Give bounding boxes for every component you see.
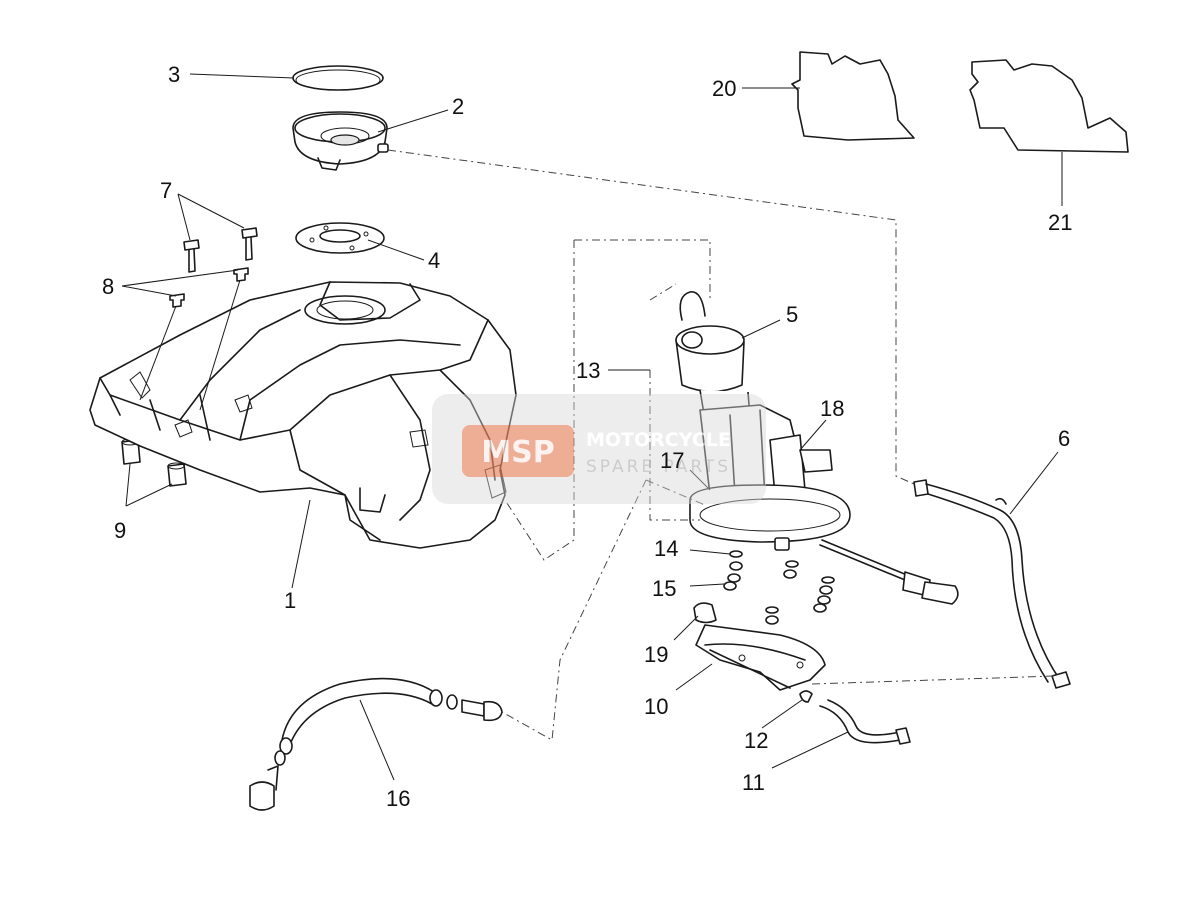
callout-20: 20 <box>712 76 736 101</box>
watermark-sub: SPARE PARTS <box>586 457 731 477</box>
callout-15: 15 <box>652 576 676 601</box>
part-6-long-hose <box>913 479 1071 689</box>
callout-4: 4 <box>428 248 440 273</box>
part-3-seal-ring <box>292 65 384 91</box>
part-14-15-nuts-washers <box>723 550 835 625</box>
callout-2: 2 <box>452 94 464 119</box>
watermark-logo-text: MSP <box>481 435 554 470</box>
part-8-bushings <box>169 267 249 308</box>
part-4-gasket <box>295 222 385 254</box>
callout-1: 1 <box>284 588 296 613</box>
part-17-18-fuel-pump <box>689 404 959 605</box>
part-2-filler-flange <box>292 111 389 171</box>
part-21-label <box>969 59 1129 153</box>
watermark-brand: MOTORCYCLE <box>586 429 731 451</box>
callout-16: 16 <box>386 786 410 811</box>
part-1-fuel-tank <box>89 281 517 549</box>
callout-18: 18 <box>820 396 844 421</box>
part-19-clamp <box>693 602 717 624</box>
watermark: MSP MOTORCYCLE SPARE PARTS <box>432 394 766 504</box>
callout-labels: 3 2 7 4 8 9 1 20 21 5 13 18 6 17 14 15 1… <box>102 62 1072 811</box>
callout-3: 3 <box>168 62 180 87</box>
callout-6: 6 <box>1058 426 1070 451</box>
callout-10: 10 <box>644 694 668 719</box>
part-9-grommets <box>121 438 187 487</box>
part-20-label <box>791 51 915 141</box>
callout-5: 5 <box>786 302 798 327</box>
part-11-short-hose <box>819 699 911 745</box>
callout-7: 7 <box>160 178 172 203</box>
part-12-clip <box>799 690 813 703</box>
callout-21: 21 <box>1048 210 1072 235</box>
callout-17: 17 <box>660 448 684 473</box>
leader-lines <box>121 73 1063 781</box>
callout-13: 13 <box>576 358 600 383</box>
callout-11: 11 <box>742 770 765 795</box>
callout-14: 14 <box>654 536 678 561</box>
callout-12: 12 <box>744 728 768 753</box>
callout-9: 9 <box>114 518 126 543</box>
part-16-breather-hose <box>249 677 503 811</box>
callout-19: 19 <box>644 642 668 667</box>
part-10-bracket <box>695 624 826 691</box>
watermark-logo-box <box>462 425 574 477</box>
part-7-screws <box>183 227 258 273</box>
routing-dash-lines <box>387 149 1056 741</box>
callout-8: 8 <box>102 274 114 299</box>
